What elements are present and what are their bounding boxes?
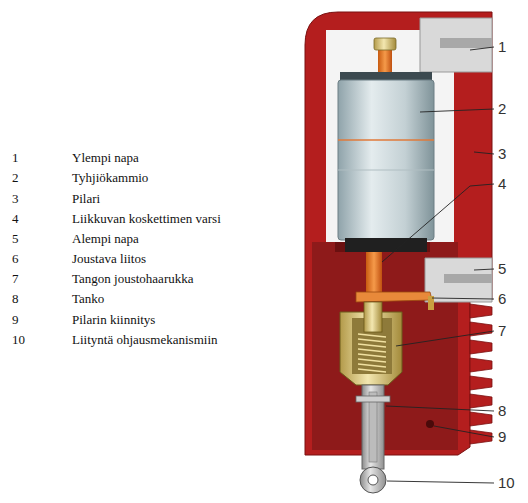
fin xyxy=(470,304,492,318)
part-number: 2 xyxy=(12,171,19,184)
moving-contact-stem xyxy=(366,252,382,298)
fin xyxy=(470,412,492,426)
leader-line xyxy=(387,481,494,483)
leader-lines xyxy=(382,47,494,483)
part-number: 3 xyxy=(12,192,19,205)
upper-terminal-hole xyxy=(440,38,492,48)
callout-number: 3 xyxy=(498,146,506,161)
part-name: Ylempi napa xyxy=(72,151,139,164)
fin xyxy=(470,340,492,354)
leader-line xyxy=(382,184,494,262)
leader-line xyxy=(434,426,494,437)
callout-number: 10 xyxy=(498,475,515,490)
part-number: 10 xyxy=(12,333,25,346)
part-number: 6 xyxy=(12,252,19,265)
part-number: 1 xyxy=(12,151,19,164)
spring-coil xyxy=(358,369,386,372)
part-name: Tanko xyxy=(72,292,104,305)
fin xyxy=(470,358,492,372)
callout-number: 5 xyxy=(498,261,506,276)
part-number: 5 xyxy=(12,232,19,245)
callout-number: 4 xyxy=(498,176,506,191)
spring-coil xyxy=(358,354,386,357)
spring-coil xyxy=(358,344,386,347)
part-number: 4 xyxy=(12,212,19,225)
callout-number: 6 xyxy=(498,291,506,306)
rod-eye xyxy=(360,467,386,493)
callout-number: 2 xyxy=(498,101,506,116)
lower-terminal-hole xyxy=(444,274,492,283)
pillar-fins xyxy=(470,304,492,444)
leader-line xyxy=(420,109,494,112)
spring-coil xyxy=(358,359,386,362)
part-name: Liikkuvan koskettimen varsi xyxy=(72,212,221,225)
rod-eye-hole xyxy=(368,475,378,485)
part-name: Tyhjiökammio xyxy=(72,171,148,184)
spring-coil xyxy=(358,339,386,342)
part-name: Liityntä ohjausmekanismiin xyxy=(72,333,218,346)
fork-spring xyxy=(358,334,386,372)
vacuum-chamber xyxy=(338,80,434,240)
leader-line xyxy=(474,269,494,270)
upper-terminal xyxy=(420,18,492,72)
part-number: 9 xyxy=(12,313,19,326)
fork-pin xyxy=(364,302,382,332)
part-name: Alempi napa xyxy=(72,232,139,245)
spring-coil xyxy=(358,334,386,337)
fin xyxy=(470,376,492,390)
chamber-ring xyxy=(338,170,434,171)
part-number: 8 xyxy=(12,292,19,305)
leader-line xyxy=(396,331,494,346)
fin xyxy=(470,430,492,444)
part-name: Pilari xyxy=(72,192,100,205)
leader-line xyxy=(386,406,494,411)
leader-line xyxy=(474,152,494,154)
callout-number: 7 xyxy=(498,323,506,338)
callout-number: 9 xyxy=(498,429,506,444)
spring-coil xyxy=(358,349,386,352)
lower-terminal xyxy=(425,258,492,302)
part-name: Joustava liitos xyxy=(72,252,146,265)
part-name: Tangon joustohaarukka xyxy=(72,272,193,285)
chamber-ring xyxy=(338,139,434,141)
rod-slot xyxy=(369,392,377,462)
pillar-housing xyxy=(305,12,492,455)
part-number: 7 xyxy=(12,272,19,285)
rod-collar xyxy=(356,396,390,402)
callout-number: 1 xyxy=(498,39,506,54)
fin xyxy=(470,394,492,408)
leader-line xyxy=(470,47,494,50)
top-cap xyxy=(374,38,396,50)
mounting-hole xyxy=(426,420,434,428)
callout-number: 8 xyxy=(498,403,506,418)
spring-coil xyxy=(358,364,386,367)
vacuum-chamber-bottom xyxy=(345,238,427,252)
part-name: Pilarin kiinnitys xyxy=(72,313,155,326)
leader-line xyxy=(432,298,494,299)
flexible-connection xyxy=(356,292,432,302)
